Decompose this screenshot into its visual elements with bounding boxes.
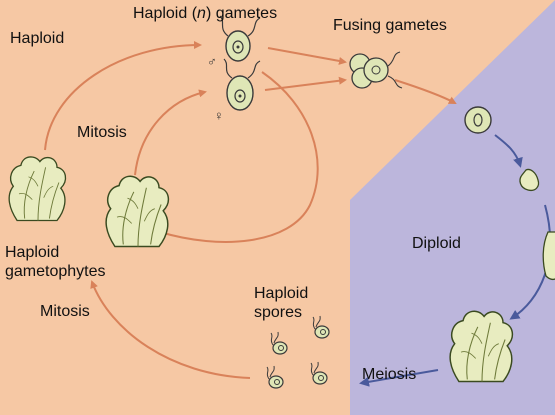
young-sporophyte [519, 168, 540, 192]
spore-2 [312, 315, 330, 339]
arrow-return-loop [158, 71, 319, 243]
label-spores-line1: Haploid [254, 285, 309, 302]
arrow-fusion-to-zygote [394, 79, 457, 104]
male-gamete [219, 15, 261, 62]
arrow-inner-mitosis-to-gametes [134, 89, 207, 176]
label-haploid-gametes: Haploid (n) gametes [133, 4, 277, 23]
label-haploid: Haploid [10, 30, 65, 47]
label-mitosis-lower: Mitosis [40, 303, 90, 320]
label-gametophytes-line1: Haploid [5, 244, 60, 261]
zygote [464, 106, 492, 134]
label-haploid-gametophytes: Haploid gametophytes [5, 243, 106, 281]
label-diploid: Diploid [412, 235, 461, 252]
label-fusing-gametes: Fusing gametes [333, 17, 447, 34]
label-meiosis: Meiosis [362, 366, 417, 383]
label-haploid-spores: Haploid spores [254, 284, 308, 322]
label-mitosis-upper: Mitosis [77, 124, 127, 141]
label-gametes-suffix: ) gametes [205, 5, 278, 22]
arrow-meiosis-to-spores [359, 369, 439, 387]
label-gametes-n: n [197, 5, 206, 22]
diploid-region [350, 0, 555, 415]
diploid-sporophyte [449, 310, 514, 383]
arrow-male-gamete-to-fusion [267, 47, 347, 65]
spore-4 [310, 361, 328, 385]
female-gamete [223, 58, 261, 111]
arrow-female-gamete-to-fusion [264, 76, 347, 91]
female-symbol: ♀ [214, 108, 224, 123]
male-symbol: ♂ [207, 54, 217, 69]
fusing-gametes [349, 51, 403, 89]
developing-sporophyte [542, 231, 555, 281]
haploid-gametophyte-outer [8, 156, 67, 222]
arrow-zygote-to-embryo [494, 134, 523, 168]
haploid-gametophyte-inner [105, 175, 170, 248]
arrow-outer-mitosis-to-gametes [44, 41, 202, 151]
arrow-embryo-to-sporophyte [509, 204, 552, 320]
spore-1 [270, 331, 288, 355]
spore-3 [266, 365, 284, 389]
label-gametes-prefix: Haploid ( [133, 5, 198, 22]
label-spores-line2: spores [254, 304, 303, 321]
label-gametophytes-line2: gametophytes [5, 263, 106, 280]
arrow-spores-to-gametophyte [90, 280, 251, 379]
